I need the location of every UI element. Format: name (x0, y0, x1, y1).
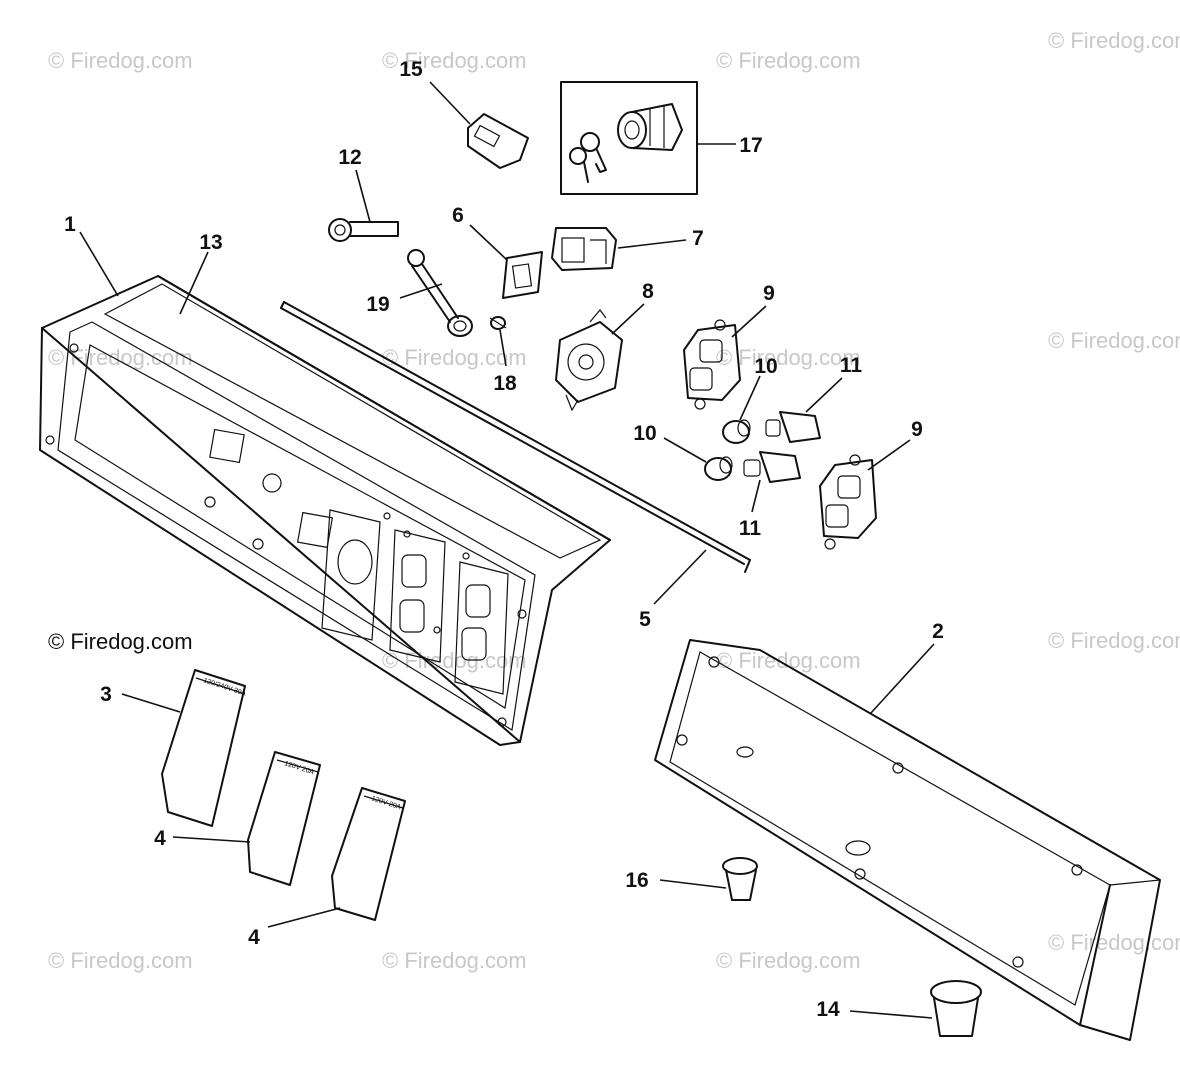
watermark: © Firedog.com (48, 948, 193, 973)
callout-9-upper: 9 (763, 282, 775, 305)
callout-19: 19 (366, 293, 389, 316)
watermark: © Firedog.com (382, 948, 527, 973)
receptacle-9b-part (819, 454, 877, 550)
leader-lines (79, 81, 935, 1019)
callout-8: 8 (642, 280, 654, 303)
watermark: © Firedog.com (1048, 930, 1180, 955)
control-panel-part (39, 275, 611, 746)
callout-1: 1 (64, 213, 76, 236)
receptacle-8-part (555, 309, 623, 412)
watermark: © Firedog.com (1048, 328, 1180, 353)
callout-numbers: 1 13 2 3 4 4 5 6 7 8 9 9 10 10 11 11 12 … (64, 58, 944, 1021)
watermark: © Firedog.com (716, 648, 861, 673)
callout-11-lower: 11 (739, 517, 762, 540)
watermark: © Firedog.com (716, 345, 861, 370)
callout-13: 13 (199, 231, 222, 254)
cap-10a-part (722, 419, 751, 444)
fuse-holder-12-part (328, 218, 399, 242)
callout-2: 2 (932, 620, 944, 643)
hour-meter-15-part (467, 113, 529, 169)
callout-10-upper: 10 (754, 355, 777, 378)
callout-11-upper: 11 (840, 354, 863, 377)
tether-cap-19-part (407, 249, 473, 337)
connector-18-part (489, 316, 507, 330)
back-box-part (654, 639, 1161, 1041)
callout-3: 3 (100, 683, 112, 706)
callout-16: 16 (625, 869, 648, 892)
breaker-11b-part (743, 451, 801, 483)
watermark: © Firedog.com (48, 48, 193, 73)
callout-10-lower: 10 (633, 422, 656, 445)
callout-4-upper: 4 (154, 827, 166, 850)
callout-12: 12 (338, 146, 361, 169)
callout-5: 5 (639, 608, 651, 631)
callout-6: 6 (452, 204, 464, 227)
watermark: © Firedog.com (716, 948, 861, 973)
plug-14-part (930, 980, 982, 1037)
plug-16-part (722, 857, 758, 901)
watermark: © Firedog.com (1048, 28, 1180, 53)
switch-6-part (502, 251, 543, 299)
watermark: © Firedog.com (1048, 628, 1180, 653)
watermark: © Firedog.com (716, 48, 861, 73)
callout-15: 15 (399, 58, 423, 81)
copyright-text: © Firedog.com (48, 629, 193, 654)
callout-18: 18 (493, 372, 517, 395)
callout-9-lower: 9 (911, 418, 923, 441)
callout-7: 7 (692, 227, 704, 250)
ignition-17-part (560, 81, 698, 195)
watermark: © Firedog.com (382, 48, 527, 73)
switch-7-part (551, 227, 617, 271)
callout-14: 14 (816, 998, 840, 1021)
receptacle-9a-part (683, 319, 741, 410)
callout-17: 17 (739, 134, 762, 157)
receptacle-covers: 120/240V 30A 120V 20A 120V 20A (161, 669, 406, 921)
breaker-11a-part (765, 411, 821, 443)
watermark: © Firedog.com (382, 648, 527, 673)
watermark-layer: © Firedog.com © Firedog.com © Firedog.co… (48, 28, 1180, 973)
callout-4-lower: 4 (248, 926, 260, 949)
rod-part (280, 301, 751, 573)
cap-10b-part (704, 456, 733, 481)
